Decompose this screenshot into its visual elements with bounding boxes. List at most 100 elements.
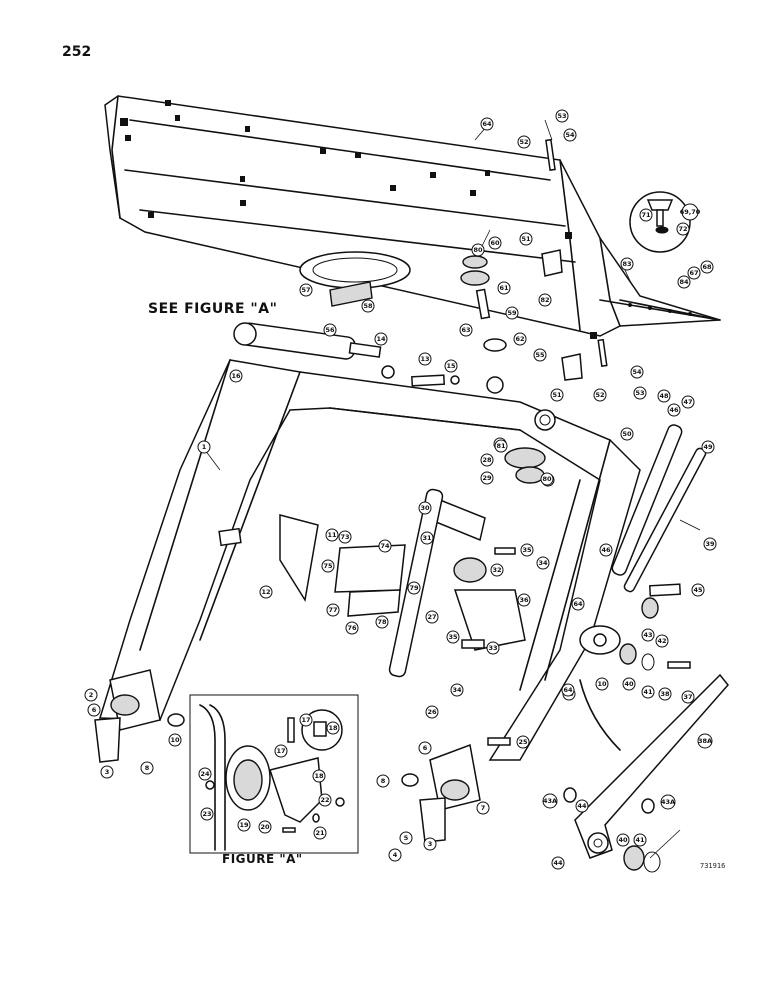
callout-18: 18 (326, 721, 340, 735)
svg-text:39: 39 (705, 540, 715, 548)
svg-text:73: 73 (340, 533, 349, 541)
callout-32: 32 (490, 563, 504, 577)
svg-text:37: 37 (683, 693, 692, 701)
svg-text:74: 74 (380, 542, 390, 550)
part-callouts: 1 2 3 3 4 5 6 6 7 8 8 10 10 11 12 13 14 … (84, 109, 717, 870)
callout-55: 55 (533, 348, 547, 362)
callout-41: 41 (641, 685, 655, 699)
callout-19: 19 (237, 818, 251, 832)
callout-47: 47 (681, 395, 695, 409)
svg-text:43A: 43A (661, 798, 675, 806)
callout-80: 80 (540, 472, 554, 486)
svg-text:58: 58 (363, 302, 373, 310)
callout-60: 60 (488, 236, 502, 250)
svg-text:51: 51 (552, 391, 562, 399)
shim-plates (279, 514, 406, 617)
svg-text:3: 3 (428, 840, 433, 848)
callout-1: 1 (197, 440, 211, 454)
svg-text:40: 40 (624, 680, 634, 688)
svg-text:18: 18 (328, 724, 338, 732)
callout-83: 83 (620, 257, 634, 271)
svg-text:76: 76 (347, 624, 357, 632)
callout-54: 54 (630, 365, 644, 379)
callout-58: 58 (361, 299, 375, 313)
callout-67: 67 (687, 266, 701, 280)
svg-text:6: 6 (92, 706, 97, 714)
svg-text:77: 77 (328, 606, 337, 614)
callout-21: 21 (313, 826, 327, 840)
svg-text:75: 75 (323, 562, 333, 570)
svg-text:43A: 43A (543, 797, 557, 805)
callout-11: 11 (325, 528, 339, 542)
callout-52: 52 (593, 388, 607, 402)
callout-10: 10 (168, 733, 182, 747)
svg-text:21: 21 (315, 829, 325, 837)
callout-62: 62 (513, 332, 527, 346)
svg-text:16: 16 (231, 372, 241, 380)
callout-78: 78 (375, 615, 389, 629)
callout-64: 64 (571, 597, 585, 611)
callout-2: 2 (84, 688, 98, 702)
svg-text:50: 50 (622, 430, 632, 438)
callout-51: 51 (550, 388, 564, 402)
tilt-cylinder (233, 322, 460, 387)
callout-49: 49 (701, 440, 715, 454)
svg-text:26: 26 (427, 708, 437, 716)
callout-28: 28 (480, 453, 494, 467)
callout-4: 4 (388, 848, 402, 862)
svg-text:4: 4 (393, 851, 398, 859)
svg-text:54: 54 (632, 368, 642, 376)
svg-text:64: 64 (563, 686, 573, 694)
callout-74: 74 (378, 539, 392, 553)
callout-68: 68 (700, 260, 714, 274)
svg-text:5: 5 (404, 834, 409, 842)
callout-64: 64 (480, 117, 494, 131)
callout-18: 18 (312, 769, 326, 783)
callout-56: 56 (323, 323, 337, 337)
callout-26: 26 (425, 705, 439, 719)
svg-text:32: 32 (492, 566, 501, 574)
svg-text:42: 42 (657, 637, 666, 645)
callout-38a: 38A (697, 733, 713, 749)
svg-text:46: 46 (601, 546, 611, 554)
callout-7: 7 (476, 801, 490, 815)
callout-27: 27 (425, 610, 439, 624)
callout-46: 46 (599, 543, 613, 557)
callout-45: 45 (691, 583, 705, 597)
svg-text:64: 64 (482, 120, 492, 128)
svg-text:8: 8 (145, 764, 150, 772)
svg-text:36: 36 (519, 596, 529, 604)
svg-text:44: 44 (553, 859, 563, 867)
callout-75: 75 (321, 559, 335, 573)
svg-text:71: 71 (641, 211, 651, 219)
callout-82: 82 (538, 293, 552, 307)
svg-text:33: 33 (488, 644, 497, 652)
callout-72: 72 (676, 222, 690, 236)
svg-text:52: 52 (519, 138, 528, 146)
lift-cylinders-right (579, 424, 707, 671)
callout-64: 64 (561, 683, 575, 697)
svg-text:24: 24 (200, 770, 210, 778)
see-figure-a-label: SEE FIGURE "A" (148, 301, 278, 317)
callout-44: 44 (551, 856, 565, 870)
svg-text:2: 2 (89, 691, 94, 699)
svg-text:15: 15 (446, 362, 456, 370)
callout-36: 36 (517, 593, 531, 607)
callout-73: 73 (338, 530, 352, 544)
callout-38: 38 (658, 687, 672, 701)
svg-text:64: 64 (573, 600, 583, 608)
callout-43a: 43A (660, 794, 676, 810)
callout-15: 15 (444, 359, 458, 373)
svg-text:17: 17 (301, 716, 310, 724)
svg-text:53: 53 (557, 112, 566, 120)
svg-text:14: 14 (376, 335, 386, 343)
svg-text:81: 81 (496, 442, 506, 450)
svg-text:31: 31 (422, 534, 432, 542)
svg-text:57: 57 (301, 286, 310, 294)
svg-text:20: 20 (260, 823, 270, 831)
svg-text:53: 53 (635, 389, 644, 397)
callout-80: 80 (471, 243, 485, 257)
svg-text:54: 54 (565, 131, 575, 139)
callout-33: 33 (486, 641, 500, 655)
